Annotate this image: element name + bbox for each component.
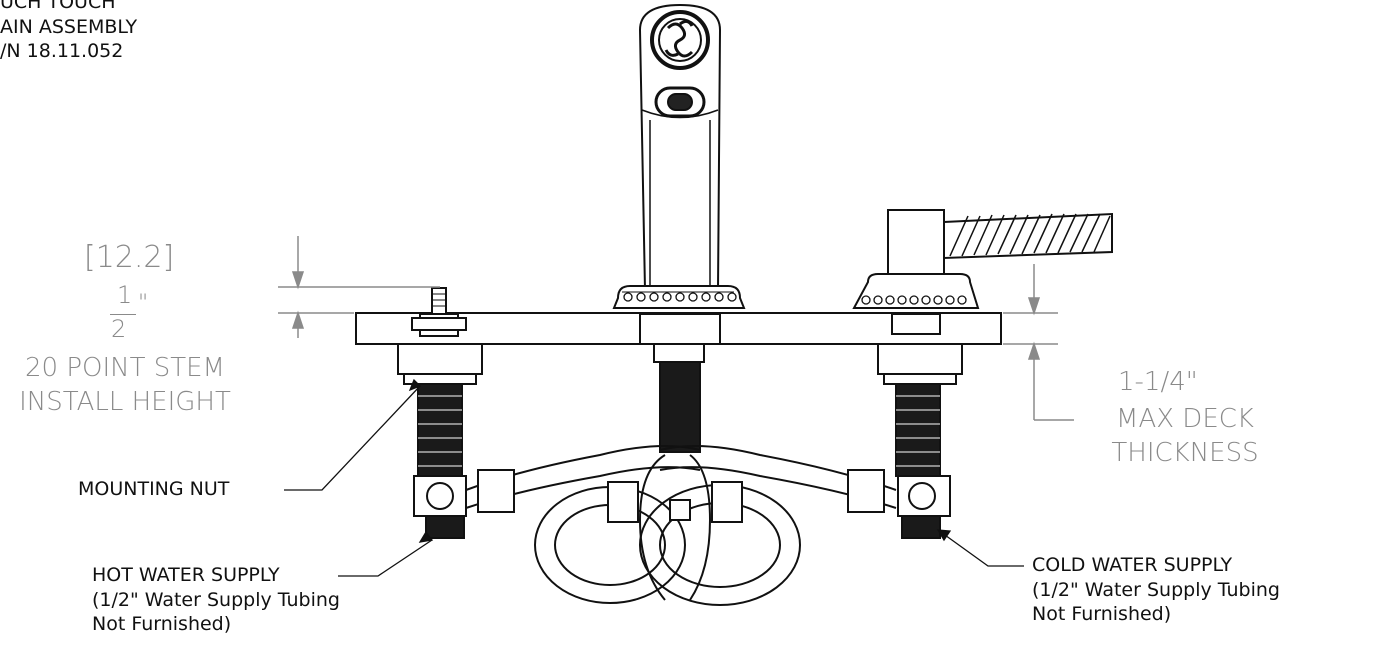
- deck-dimension: [1003, 264, 1074, 421]
- spout: [638, 3, 722, 291]
- stem-metric-value: [12.2]: [84, 240, 175, 275]
- center-shank: [639, 313, 721, 453]
- supply-hoses: [465, 445, 897, 606]
- cold-valve: [877, 313, 963, 539]
- hot-supply-label: HOT WATER SUPPLY (1/2" Water Supply Tubi…: [92, 563, 340, 637]
- hot-supply-title: HOT WATER SUPPLY: [92, 564, 280, 586]
- hot-valve: [397, 287, 483, 539]
- part-note-line: /N 18.11.052: [0, 40, 124, 63]
- stem-label-line2: INSTALL HEIGHT: [19, 386, 231, 417]
- hot-supply-note: (1/2" Water Supply Tubing: [92, 588, 340, 611]
- mounting-nut-label: MOUNTING NUT: [78, 478, 230, 500]
- hot-supply-note: Not Furnished): [92, 613, 232, 636]
- stem-fraction-den: 2: [111, 315, 127, 343]
- stem-fraction-num: 1: [117, 281, 133, 309]
- deck-label: MAX DECK THICKNESS: [1070, 403, 1300, 471]
- cold-supply-label: COLD WATER SUPPLY (1/2" Water Supply Tub…: [1032, 553, 1280, 627]
- stem-inch-mark: ": [138, 291, 149, 316]
- part-note-line: UCH TOUCH: [0, 0, 116, 13]
- stem-label: 20 POINT STEM INSTALL HEIGHT: [0, 352, 250, 420]
- deck-value: 1-1/4": [1118, 367, 1198, 397]
- deck-label-line1: MAX DECK: [1116, 404, 1254, 434]
- part-note-line: AIN ASSEMBLY: [0, 15, 138, 38]
- fraction-bar: [110, 314, 136, 315]
- cold-supply-note: Not Furnished): [1032, 603, 1172, 626]
- stem-dimension: [278, 236, 440, 338]
- cold-handle: [852, 209, 1113, 309]
- deck-label-line2: THICKNESS: [1111, 437, 1259, 468]
- cold-supply-title: COLD WATER SUPPLY: [1032, 554, 1233, 576]
- spout-base-ring: [612, 285, 746, 309]
- part-note: UCH TOUCH AIN ASSEMBLY /N 18.11.052: [0, 0, 137, 64]
- leader-lines: [284, 378, 1024, 577]
- cold-supply-note: (1/2" Water Supply Tubing: [1032, 578, 1280, 601]
- stem-label-line1: 20 POINT STEM: [24, 353, 225, 383]
